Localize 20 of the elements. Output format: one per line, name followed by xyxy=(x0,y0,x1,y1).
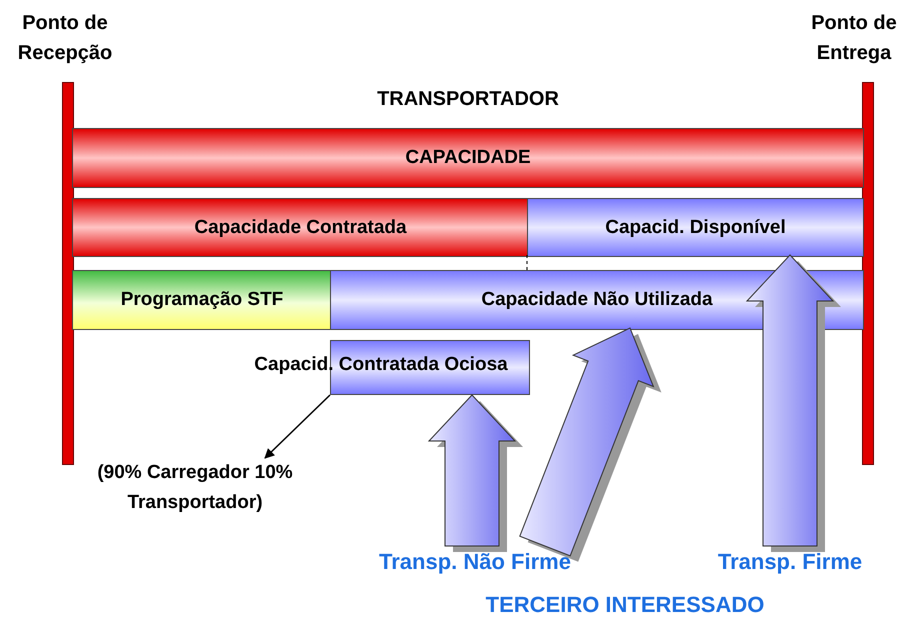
capacity-bar xyxy=(527,198,864,257)
heading-label: TRANSPORTADOR xyxy=(376,88,560,111)
arrow xyxy=(264,394,331,459)
service-label: Transp. Firme xyxy=(716,548,864,576)
share-note: (90% Carregador 10% Transportador) xyxy=(96,461,294,515)
bar-label: Capacid. Disponível xyxy=(605,216,786,238)
bar-label: Capacidade Contratada xyxy=(194,216,407,238)
capacity-bar xyxy=(72,128,864,188)
point-label: Ponto de Recepção xyxy=(16,11,114,66)
heading-label: TERCEIRO INTERESSADO xyxy=(484,592,766,618)
bar-label: CAPACIDADE xyxy=(405,147,531,169)
block-arrow xyxy=(519,327,662,562)
point-label: Ponto de Entrega xyxy=(810,11,898,66)
bar-label: Programação STF xyxy=(120,289,284,311)
capacity-bar xyxy=(72,270,332,330)
capacity-bar xyxy=(72,198,529,257)
block-arrow xyxy=(428,394,523,552)
service-label: Transp. Não Firme xyxy=(378,548,572,576)
bar-label: Capacidade Não Utilizada xyxy=(481,289,713,311)
block-arrow xyxy=(746,254,841,552)
